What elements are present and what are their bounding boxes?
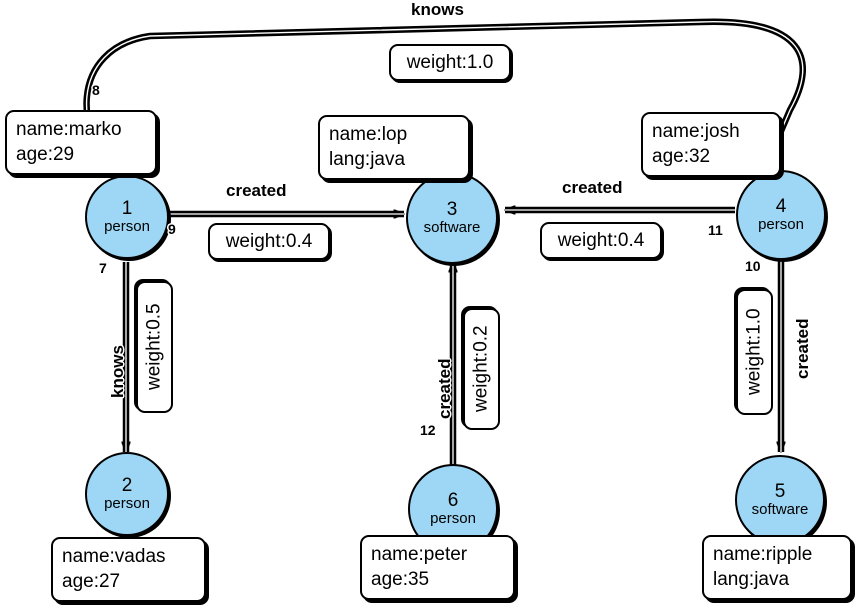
edge-12-weight: weight:0.2 — [470, 325, 492, 413]
edge-11-id-text: 11 — [708, 222, 723, 238]
vertex-3-prop-line-2: lang:java — [329, 149, 406, 170]
vertex-3-label: software — [423, 219, 481, 236]
edge-9-id: 9 — [168, 221, 176, 237]
vertex-4[interactable]: 4 person — [736, 170, 826, 260]
edge-8-id-text: 8 — [92, 82, 100, 98]
vertex-4-label: person — [758, 216, 804, 233]
edge-9-id-text: 9 — [168, 221, 176, 237]
edge-9-weight-box[interactable]: weight:0.4 — [208, 223, 330, 260]
edge-10-label: created — [793, 319, 813, 379]
vertex-4-id: 4 — [775, 196, 787, 217]
vertex-2-id: 2 — [121, 475, 133, 496]
vertex-2-property-box[interactable]: name:vadas age:27 — [51, 537, 206, 602]
edge-7-label: knows — [108, 345, 128, 398]
edge-10-weight: weight:1.0 — [743, 308, 765, 396]
edge-8-weight: weight:1.0 — [406, 51, 494, 73]
edge-8-weight-box[interactable]: weight:1.0 — [389, 44, 511, 81]
vertex-1-id: 1 — [121, 198, 133, 219]
vertex-1-prop-line-2: age:29 — [16, 144, 75, 165]
vertex-6-id: 6 — [447, 490, 459, 511]
vertex-6-prop-line-2: age:35 — [371, 569, 430, 590]
vertex-5-prop-line-1: name:ripple — [713, 544, 813, 565]
vertex-6-label: person — [430, 510, 476, 527]
vertex-2-prop-line-1: name:vadas — [62, 546, 166, 567]
edge-8-label-text: knows — [411, 0, 464, 19]
vertex-3-property-box[interactable]: name:lop lang:java — [318, 115, 470, 180]
edge-11-label: created — [562, 178, 622, 198]
edge-7-weight-box[interactable]: weight:0.5 — [136, 281, 173, 413]
vertex-5-property-box[interactable]: name:ripple lang:java — [702, 535, 852, 600]
edge-12-id: 12 — [420, 422, 436, 438]
vertex-5[interactable]: 5 software — [735, 455, 825, 545]
vertex-2[interactable]: 2 person — [85, 452, 169, 536]
vertex-1-label: person — [104, 218, 150, 235]
vertex-4-prop-line-1: name:josh — [652, 121, 740, 142]
vertex-2-label: person — [104, 495, 150, 512]
vertex-1-property-box[interactable]: name:marko age:29 — [5, 110, 157, 175]
edge-10-id: 10 — [745, 258, 761, 274]
edge-7-id-text: 7 — [99, 260, 107, 276]
edge-9-label: created — [226, 181, 286, 201]
vertex-3[interactable]: 3 software — [406, 172, 498, 264]
vertex-4-property-box[interactable]: name:josh age:32 — [641, 112, 781, 177]
edge-12-weight-box[interactable]: weight:0.2 — [463, 308, 500, 430]
vertex-4-prop-line-2: age:32 — [652, 146, 711, 167]
edge-7-label-text: knows — [108, 345, 127, 398]
vertex-1-prop-line-1: name:marko — [16, 119, 122, 140]
vertex-5-id: 5 — [774, 481, 786, 502]
vertex-2-prop-line-2: age:27 — [62, 571, 121, 592]
vertex-6-property-box[interactable]: name:peter age:35 — [360, 535, 515, 600]
edge-11-label-text: created — [562, 178, 623, 197]
edge-10-weight-box[interactable]: weight:1.0 — [736, 289, 773, 415]
edge-12-label: created — [435, 359, 455, 419]
edge-11-weight: weight:0.4 — [557, 229, 645, 251]
edge-12-label-text: created — [435, 358, 454, 419]
vertex-5-label: software — [751, 501, 809, 518]
edge-12-id-text: 12 — [420, 422, 436, 438]
edge-11-weight-box[interactable]: weight:0.4 — [540, 222, 662, 259]
edge-10-label-text: created — [793, 318, 812, 379]
vertex-3-prop-line-1: name:lop — [329, 124, 408, 145]
edge-10-id-text: 10 — [745, 258, 761, 274]
vertex-5-prop-line-2: lang:java — [713, 569, 790, 590]
vertex-3-id: 3 — [446, 199, 458, 220]
edge-9-weight: weight:0.4 — [225, 230, 313, 252]
edge-7-id: 7 — [99, 260, 107, 276]
edge-11-id: 11 — [708, 222, 723, 238]
edge-8-id: 8 — [92, 82, 100, 98]
edge-7-weight: weight:0.5 — [143, 303, 165, 391]
vertex-6-prop-line-1: name:peter — [371, 544, 468, 565]
edge-8-label: knows — [411, 0, 464, 20]
vertex-1[interactable]: 1 person — [85, 175, 169, 259]
edge-9-label-text: created — [226, 181, 287, 200]
